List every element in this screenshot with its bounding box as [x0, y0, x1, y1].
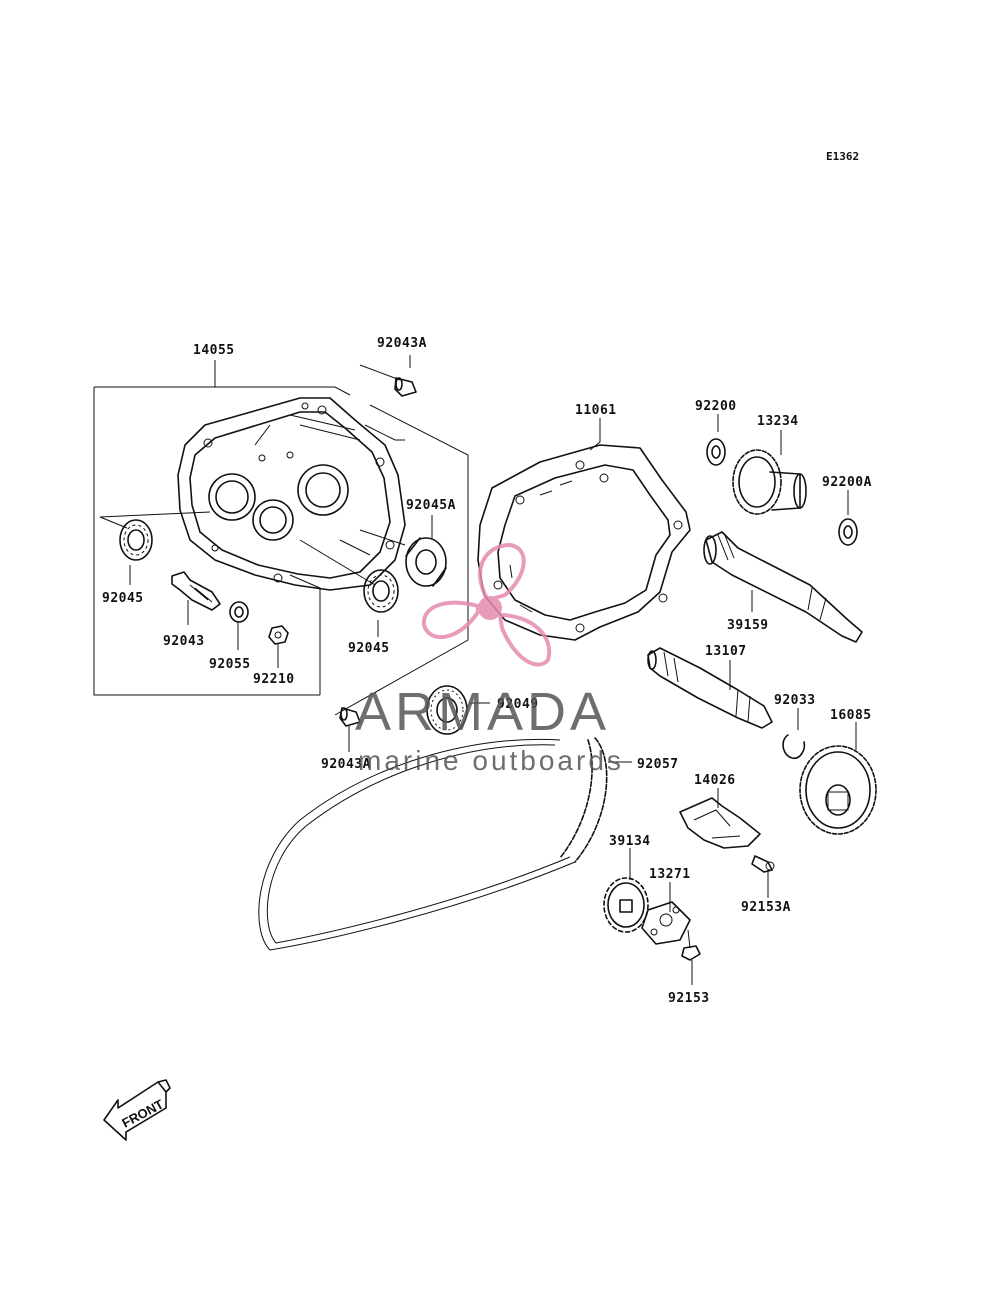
label-92200A[interactable]: 92200A	[822, 475, 872, 490]
label-92045-left[interactable]: 92045	[102, 591, 144, 606]
watermark-brand: ARMADA	[355, 682, 610, 742]
plate-13271[interactable]	[641, 882, 691, 949]
label-13271[interactable]: 13271	[649, 867, 691, 882]
shaft-13107[interactable]	[647, 647, 773, 729]
sprocket-39134[interactable]	[603, 848, 649, 933]
label-92200[interactable]: 92200	[695, 399, 737, 414]
dowel-pin-92043A-bottom[interactable]	[339, 707, 361, 752]
watermark-tagline: marine outboards	[358, 745, 624, 776]
label-92043A-top[interactable]: 92043A	[377, 336, 427, 351]
label-39159[interactable]: 39159	[727, 618, 769, 633]
label-92045A[interactable]: 92045A	[406, 498, 456, 513]
gear-13234[interactable]	[732, 430, 807, 515]
gear-16085[interactable]	[799, 722, 877, 835]
propeller-logo-icon	[421, 542, 552, 667]
label-92057[interactable]: 92057	[637, 757, 679, 772]
bearing-92045A[interactable]	[405, 515, 447, 587]
label-92055[interactable]: 92055	[209, 657, 251, 672]
shaft-39159[interactable]	[703, 531, 863, 643]
label-13234[interactable]: 13234	[757, 414, 799, 429]
label-14026[interactable]: 14026	[694, 773, 736, 788]
drive-chain-92057[interactable]	[258, 737, 632, 951]
label-92045-right[interactable]: 92045	[348, 641, 390, 656]
label-16085[interactable]: 16085	[830, 708, 872, 723]
label-92153[interactable]: 92153	[668, 991, 710, 1006]
label-92043[interactable]: 92043	[163, 634, 205, 649]
bolt-92153[interactable]	[681, 945, 701, 985]
circlip-92033[interactable]	[782, 708, 806, 760]
bearing-92045-right[interactable]	[363, 569, 399, 637]
label-39134[interactable]: 39134	[609, 834, 651, 849]
front-label: FRONT	[119, 1096, 166, 1130]
oil-seal-92049[interactable]	[426, 685, 490, 735]
label-11061[interactable]: 11061	[575, 403, 617, 418]
washer-92200A[interactable]	[838, 490, 858, 546]
dowel-pin-92043A-top[interactable]	[359, 355, 417, 397]
washer-92055[interactable]	[229, 601, 249, 650]
label-14055[interactable]: 14055	[193, 343, 235, 358]
diagram-code: E1362	[826, 150, 859, 163]
bearing-92045-left[interactable]	[119, 519, 153, 585]
label-92210[interactable]: 92210	[253, 672, 295, 687]
stud-92043[interactable]	[171, 571, 221, 625]
nut-92210[interactable]	[268, 625, 289, 668]
washer-92200[interactable]	[706, 414, 726, 466]
cover-14026[interactable]	[679, 788, 761, 849]
label-92043A-bottom[interactable]: 92043A	[321, 757, 371, 772]
transmission-case-14055[interactable]	[177, 397, 406, 591]
label-92153A[interactable]: 92153A	[741, 900, 791, 915]
bolt-92153A[interactable]	[751, 855, 775, 898]
front-arrow-icon: FRONT	[103, 1079, 171, 1141]
label-92033[interactable]: 92033	[774, 693, 816, 708]
label-92049[interactable]: 92049	[497, 697, 539, 712]
case-leader-lines	[99, 424, 406, 586]
gasket-11061[interactable]	[477, 418, 691, 641]
label-13107[interactable]: 13107	[705, 644, 747, 659]
watermark-logo: ARMADA marine outboards	[355, 542, 624, 776]
